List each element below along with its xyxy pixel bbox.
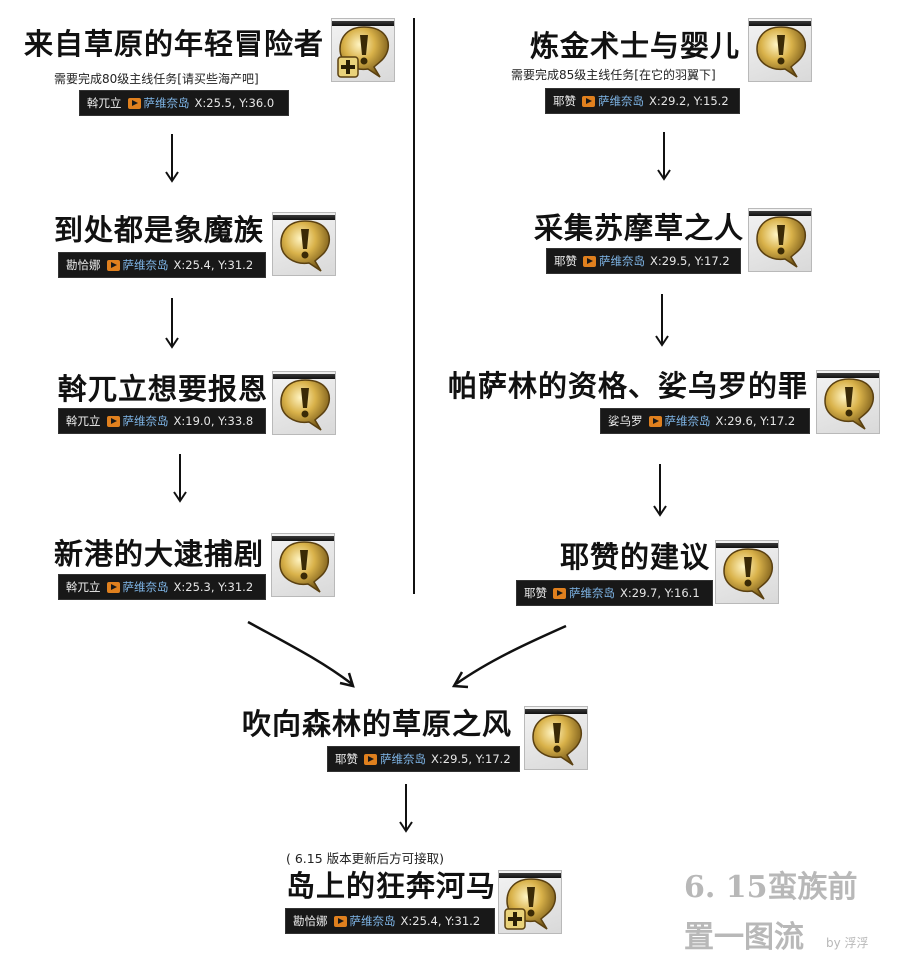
coordinates: X:25.3, Y:31.2: [173, 580, 254, 594]
quest-title: 炼金术士与婴儿: [530, 29, 741, 63]
npc-name: 勘恰娜: [293, 914, 328, 928]
location-plate: 耶赞 萨维奈岛 X:29.5, Y:17.2: [327, 746, 520, 772]
quest-icon: [816, 370, 880, 434]
coordinates: X:29.5, Y:17.2: [650, 254, 730, 268]
location-plate: 勘恰娜 萨维奈岛 X:25.4, Y:31.2: [58, 252, 266, 278]
coordinates: X:25.5, Y:36.0: [194, 96, 275, 110]
npc-name: 斡兀立: [66, 414, 101, 428]
quest-title: 吹向森林的草原之风: [242, 707, 513, 741]
quest-icon: [524, 706, 588, 770]
zone-name: 萨维奈岛: [569, 586, 615, 600]
npc-name: 勘恰娜: [66, 258, 101, 272]
left-arrows: [165, 134, 187, 503]
npc-name: 娑乌罗: [608, 414, 643, 428]
location-plate: 耶赞 萨维奈岛 X:29.5, Y:17.2: [546, 248, 741, 274]
quest-title: 岛上的狂奔河马: [286, 869, 497, 903]
quest-icon: [272, 212, 336, 276]
watermark-author: by 浮浮: [826, 936, 869, 950]
map-pin-icon: [106, 581, 120, 593]
merge-arrows: [247, 620, 567, 689]
map-pin-icon: [583, 255, 596, 267]
zone-name: 萨维奈岛: [598, 94, 644, 108]
quest-icon: [748, 18, 812, 82]
location-plate: 耶赞 萨维奈岛 X:29.7, Y:16.1: [516, 580, 713, 606]
location-plate: 斡兀立 萨维奈岛 X:19.0, Y:33.8: [58, 408, 266, 434]
right-arrows: [653, 132, 671, 517]
coordinates: X:19.0, Y:33.8: [173, 414, 254, 428]
zone-name: 萨维奈岛: [122, 414, 169, 428]
coordinates: X:29.6, Y:17.2: [715, 414, 796, 428]
map-pin-icon: [582, 95, 595, 107]
quest-title: 来自草原的年轻冒险者: [24, 27, 325, 61]
quest-requirement: 需要完成85级主线任务[在它的羽翼下]: [511, 68, 716, 82]
npc-name: 斡兀立: [87, 96, 122, 110]
zone-name: 萨维奈岛: [664, 414, 711, 428]
version-note: ( 6.15 版本更新后方可接取): [286, 851, 445, 866]
zone-name: 萨维奈岛: [122, 580, 169, 594]
watermark-line-2: 置一图流: [684, 920, 804, 955]
zone-name: 萨维奈岛: [143, 96, 190, 110]
map-pin-icon: [648, 415, 662, 427]
zone-name: 萨维奈岛: [380, 752, 426, 766]
map-pin-icon: [106, 415, 120, 427]
watermark-line-1: 6. 15蛮族前: [684, 870, 858, 905]
final-arrow: [399, 784, 413, 833]
npc-name: 斡兀立: [66, 580, 101, 594]
quest-icon: [272, 371, 336, 435]
coordinates: X:25.4, Y:31.2: [173, 258, 254, 272]
zone-name: 萨维奈岛: [349, 914, 396, 928]
map-pin-icon: [553, 587, 566, 599]
coordinates: X:29.5, Y:17.2: [431, 752, 511, 766]
map-pin-icon: [127, 97, 141, 109]
quest-icon: [748, 208, 812, 272]
quest-new-icon: [498, 870, 562, 934]
quest-title: 耶赞的建议: [560, 540, 711, 574]
npc-name: 耶赞: [335, 752, 358, 766]
npc-name: 耶赞: [553, 94, 576, 108]
quest-new-icon: [331, 18, 395, 82]
quest-icon: [271, 533, 335, 597]
map-pin-icon: [106, 259, 120, 271]
location-plate: 勘恰娜 萨维奈岛 X:25.4, Y:31.2: [285, 908, 495, 934]
npc-name: 耶赞: [524, 586, 547, 600]
coordinates: X:29.7, Y:16.1: [620, 586, 700, 600]
location-plate: 斡兀立 萨维奈岛 X:25.5, Y:36.0: [79, 90, 289, 116]
quest-icon: [715, 540, 779, 604]
map-pin-icon: [333, 915, 347, 927]
quest-title: 采集苏摩草之人: [534, 211, 745, 245]
zone-name: 萨维奈岛: [122, 258, 169, 272]
coordinates: X:29.2, Y:15.2: [649, 94, 729, 108]
location-plate: 娑乌罗 萨维奈岛 X:29.6, Y:17.2: [600, 408, 810, 434]
quest-title: 新港的大逮捕剧: [54, 537, 265, 571]
location-plate: 斡兀立 萨维奈岛 X:25.3, Y:31.2: [58, 574, 266, 600]
location-plate: 耶赞 萨维奈岛 X:29.2, Y:15.2: [545, 88, 740, 114]
quest-title: 帕萨林的资格、娑乌罗的罪: [448, 369, 809, 403]
quest-title: 到处都是象魔族: [54, 213, 265, 247]
coordinates: X:25.4, Y:31.2: [400, 914, 481, 928]
zone-name: 萨维奈岛: [599, 254, 645, 268]
map-pin-icon: [364, 753, 377, 765]
quest-requirement: 需要完成80级主线任务[请买些海产吧]: [54, 72, 259, 86]
npc-name: 耶赞: [554, 254, 577, 268]
quest-title: 斡兀立想要报恩: [58, 372, 269, 406]
